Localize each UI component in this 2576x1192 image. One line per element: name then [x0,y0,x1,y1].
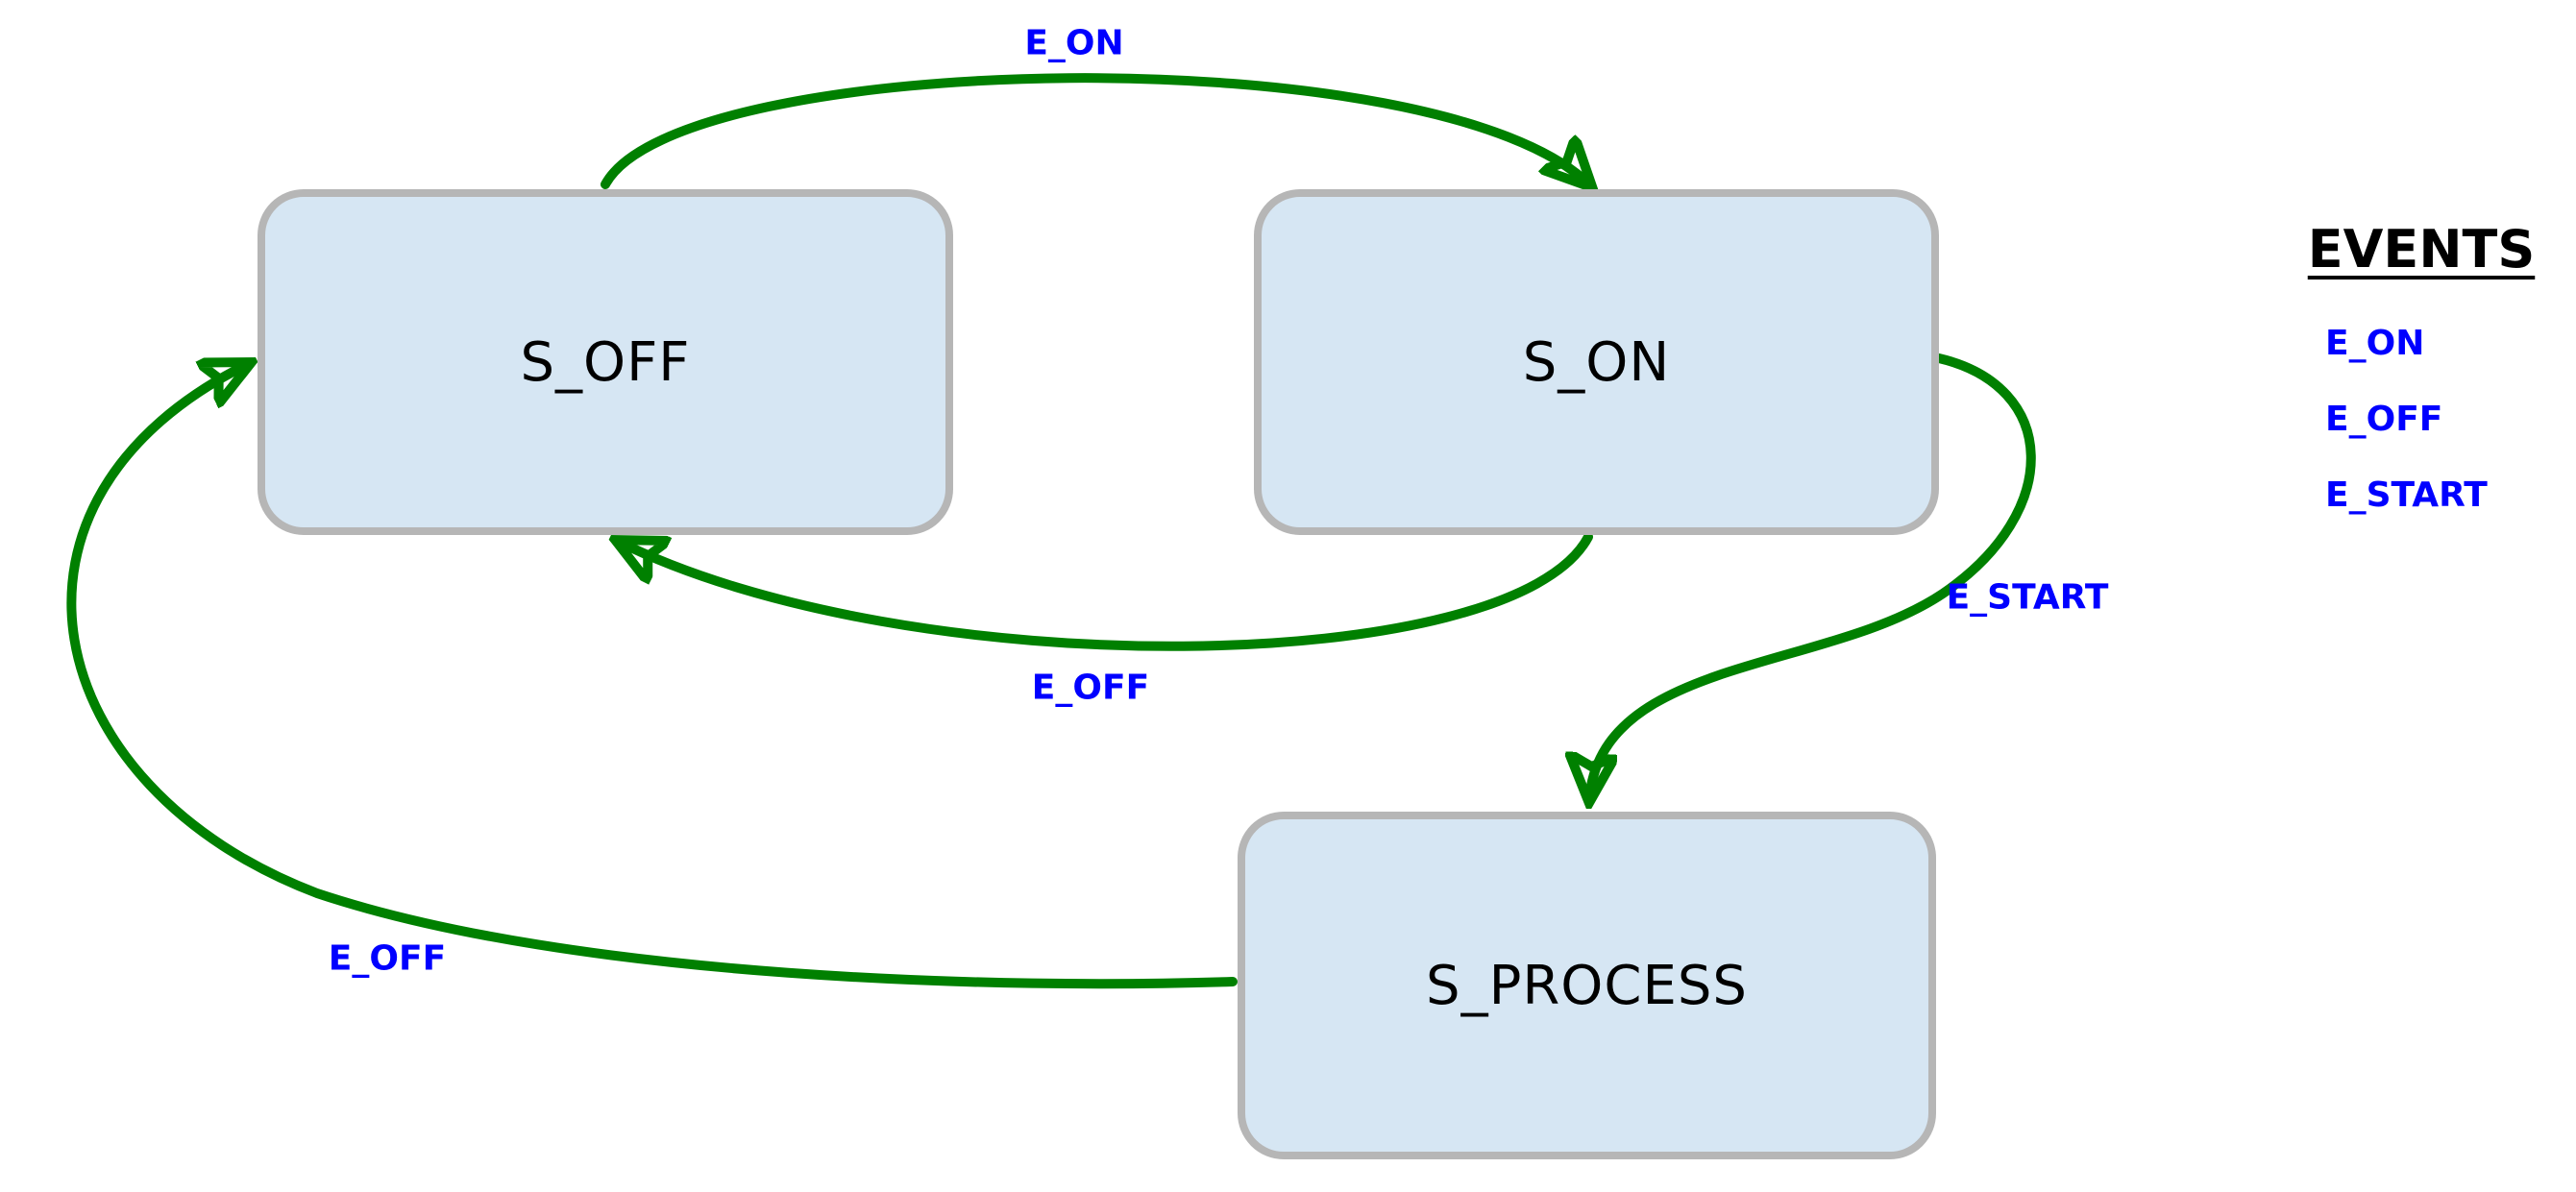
state-node-s-on: S_ON [1254,189,1939,535]
transition-label-e-off-return: E_OFF [1031,668,1150,708]
state-label-s-process: S_PROCESS [1426,954,1748,1017]
state-label-s-on: S_ON [1522,330,1671,394]
legend-item-e-start: E_START [2325,475,2488,515]
legend-item-e-on: E_ON [2325,324,2425,363]
legend-item-e-off: E_OFF [2325,400,2443,439]
events-legend: EVENTS E_ON E_OFF E_START [2300,219,2542,515]
transition-arrow-e-start [1589,353,2036,801]
transition-arrow-e-on [601,73,1591,186]
transition-label-e-start: E_START [1946,577,2109,618]
transition-arrow-e-off-long [66,363,1238,989]
legend-title: EVENTS [2307,219,2536,280]
transition-label-e-on: E_ON [1024,23,1124,63]
state-node-s-off: S_OFF [258,189,953,535]
transition-arrow-e-off-return [617,532,1593,651]
state-node-s-process: S_PROCESS [1238,812,1936,1159]
transition-label-e-off-long: E_OFF [328,938,447,979]
state-label-s-off: S_OFF [520,330,691,394]
legend-items-list: E_ON E_OFF E_START [2300,324,2542,515]
